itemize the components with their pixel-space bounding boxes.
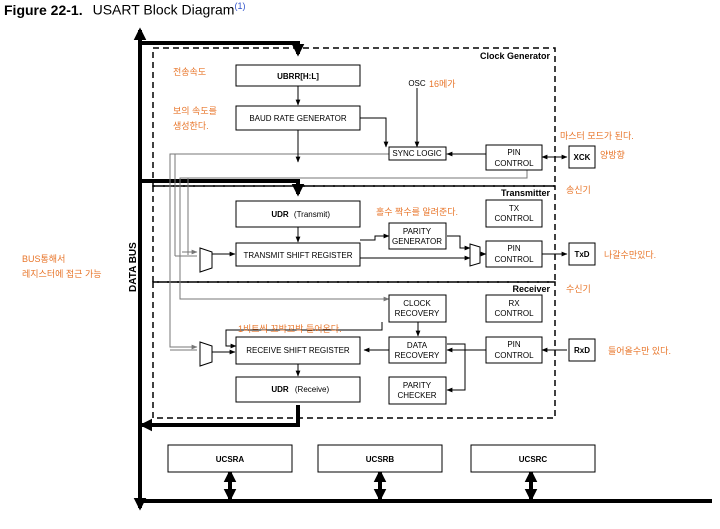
pin-control-rxd-line2: CONTROL [494,351,534,360]
annotation-transmitter: 송신기 [566,185,591,195]
sync-logic-label: SYNC LOGIC [392,149,442,158]
output-mux [469,243,481,267]
annotation-receiver: 수신기 [566,284,591,294]
clock-generator-label: Clock Generator [480,51,551,61]
signal-lines [212,86,568,393]
transmit-mux [199,247,213,273]
annotation-bidirectional: 양방향 [600,149,625,160]
baud-rate-generator-label: BAUD RATE GENERATOR [249,114,347,123]
parity-generator-block: PARITY GENERATOR [388,222,447,250]
ucsra-block: UCSRA [167,444,293,473]
annotation-input-only: 들어올수만 있다. [608,345,671,356]
transmit-shift-register-label: TRANSMIT SHIFT REGISTER [243,251,352,260]
rx-control-line2: CONTROL [494,309,534,318]
receive-shift-register-block: RECEIVE SHIFT REGISTER [235,336,361,365]
pin-control-txd-line2: CONTROL [494,255,534,264]
receive-shift-register-label: RECEIVE SHIFT REGISTER [246,346,350,355]
txd-pin: TxD [568,242,596,266]
pin-control-txd-block: PIN CONTROL [485,240,543,268]
ucsrc-block: UCSRC [470,444,596,473]
udr-receive-sub: (Receive) [295,385,330,394]
data-bus-label: DATA BUS [128,242,139,292]
figure-footnote-ref: (1) [234,1,246,11]
sync-logic-block: SYNC LOGIC [388,146,447,161]
xck-pin-label: XCK [574,153,591,162]
parity-generator-line2: GENERATOR [392,237,442,246]
annotation-transfer-speed: 전송속도 [173,67,206,77]
pin-control-rxd-block: PIN CONTROL [485,336,543,364]
transmitter-section [152,185,556,283]
udr-receive-block: UDR (Receive) [235,376,361,403]
rx-control-block: RX CONTROL [485,294,543,323]
ucsra-label: UCSRA [216,455,245,464]
annotation-bus-line1: BUS통해서 [22,254,65,264]
tx-control-line1: TX [509,204,520,213]
pin-control-xck-line2: CONTROL [494,159,534,168]
annotation-baud-line2: 생성한다. [173,121,209,131]
annotation-master-mode: 마스터 모드가 된다. [560,130,634,141]
parity-checker-block: PARITY CHECKER [388,376,447,405]
control-lines [169,153,528,351]
annotation-osc-freq: 16메가 [429,79,456,89]
udr-transmit-label: UDR [271,210,289,219]
rx-control-line1: RX [508,299,520,308]
parity-checker-line2: CHECKER [397,391,436,400]
ubrr-block: UBRR[H:L] [235,64,361,87]
annotation-output-only: 나갈수만있다. [604,249,656,260]
pin-control-rxd-line1: PIN [507,340,521,349]
xck-pin: XCK [568,145,596,169]
tx-control-line2: CONTROL [494,214,534,223]
tx-control-block: TX CONTROL [485,199,543,228]
data-recovery-block: DATA RECOVERY [388,336,447,364]
annotation-parity-info: 홀수 짝수를 알려준다. [376,206,458,217]
ucsrb-label: UCSRB [366,455,395,464]
figure-caption: USART Block Diagram [92,1,235,18]
receiver-label: Receiver [512,284,550,294]
annotation-bus-line2: 레지스터에 접근 가능 [22,268,102,279]
txd-pin-label: TxD [574,250,589,259]
baud-rate-generator-block: BAUD RATE GENERATOR [235,105,361,131]
ubrr-label: UBRR[H:L] [277,72,319,81]
udr-transmit-sub: (Transmit) [294,210,330,219]
data-bus [133,27,712,511]
parity-generator-line1: PARITY [403,227,432,236]
transmit-shift-register-block: TRANSMIT SHIFT REGISTER [235,242,361,267]
figure-title: Figure 22-1. USART Block Diagram(1) [4,1,245,18]
annotation-baud-line1: 보의 속도를 [173,106,217,116]
parity-checker-line1: PARITY [403,381,432,390]
ucsrb-block: UCSRB [317,444,443,473]
transmitter-label: Transmitter [501,188,551,198]
ucsrc-label: UCSRC [519,455,548,464]
clock-recovery-line1: CLOCK [403,299,431,308]
receive-mux [199,341,213,367]
data-recovery-line1: DATA [407,341,428,350]
udr-transmit-block: UDR (Transmit) [235,200,361,228]
clock-recovery-line2: RECOVERY [395,309,440,318]
osc-label: OSC [408,79,426,88]
data-recovery-line2: RECOVERY [395,351,440,360]
pin-control-xck-block: PIN CONTROL [485,144,543,171]
pin-control-txd-line1: PIN [507,244,521,253]
udr-receive-label: UDR [271,385,289,394]
rxd-pin: RxD [568,338,596,362]
figure-number: Figure 22-1. [4,1,83,18]
clock-recovery-block: CLOCK RECOVERY [388,294,447,323]
rxd-pin-label: RxD [574,346,590,355]
pin-control-xck-line1: PIN [507,148,521,157]
annotation-bit-by-bit: 1비트씩 꼬박꼬박 들어온다. [238,324,342,334]
